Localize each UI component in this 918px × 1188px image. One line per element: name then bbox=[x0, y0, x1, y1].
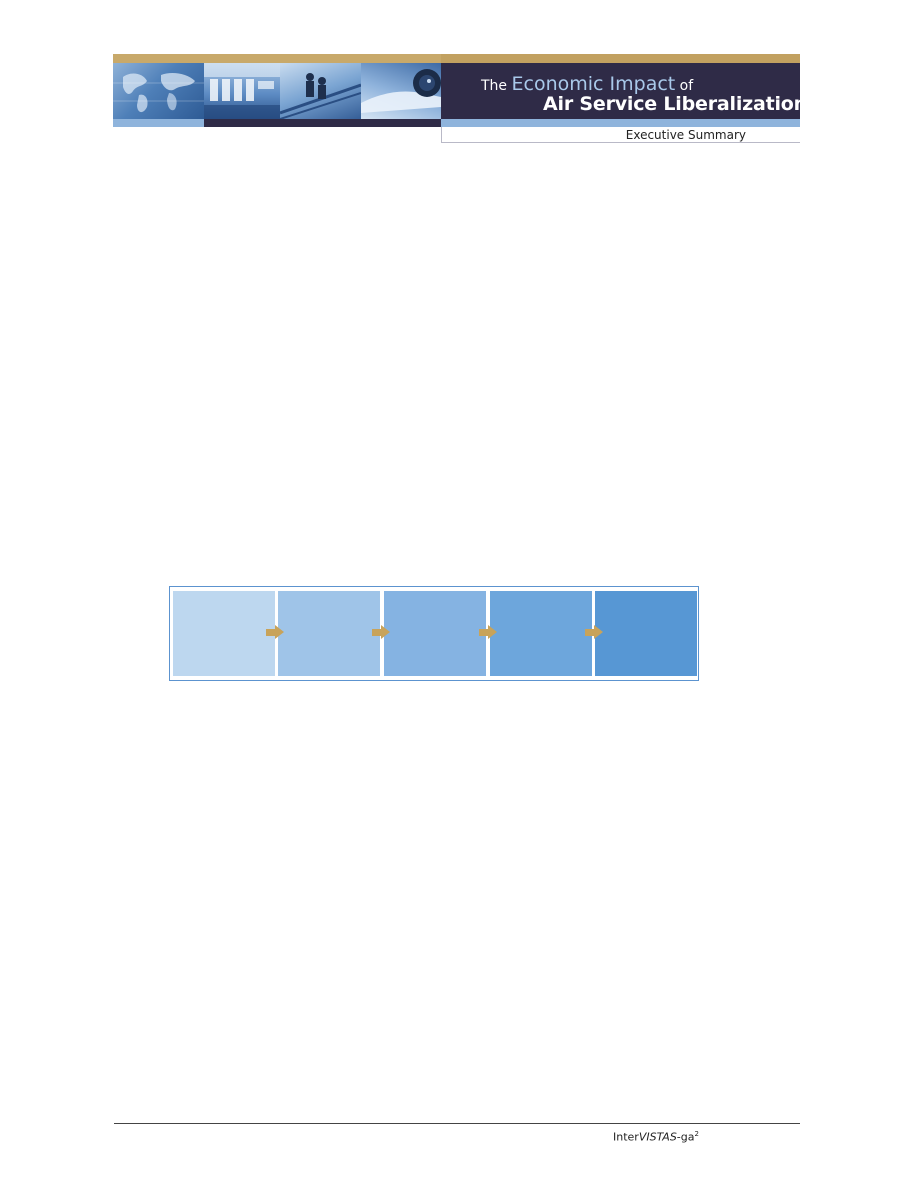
banner-title-line2: Air Service Liberalization bbox=[543, 93, 807, 115]
airport-gates-photo bbox=[204, 63, 280, 119]
footer-brand: InterVISTAS-ga2 bbox=[613, 1130, 699, 1144]
process-step-3 bbox=[384, 591, 486, 676]
gold-strip-left bbox=[113, 54, 441, 63]
banner-underline-blue bbox=[441, 119, 800, 127]
flow-arrow-icon bbox=[266, 625, 284, 639]
process-step-5 bbox=[595, 591, 697, 676]
process-flow-diagram bbox=[169, 586, 699, 681]
travelers-photo bbox=[280, 63, 361, 119]
footer-rule bbox=[114, 1123, 800, 1124]
airplane-engine-photo bbox=[361, 63, 441, 119]
banner-underline-dark bbox=[204, 119, 441, 127]
banner-title-panel: The Economic Impact of Air Service Liber… bbox=[441, 63, 807, 119]
banner-title-highlight: Economic Impact bbox=[511, 73, 676, 95]
process-step-2 bbox=[278, 591, 380, 676]
flow-arrow-icon bbox=[585, 625, 603, 639]
executive-summary-box: Executive Summary bbox=[441, 127, 800, 143]
flow-arrow-icon bbox=[372, 625, 390, 639]
gold-strip-right bbox=[441, 54, 800, 63]
banner-title-line1: The Economic Impact of bbox=[481, 73, 694, 95]
process-step-4 bbox=[490, 591, 592, 676]
flow-arrow-icon bbox=[479, 625, 497, 639]
banner-underline-light bbox=[113, 119, 204, 127]
world-map-photo bbox=[113, 63, 204, 119]
section-label: Executive Summary bbox=[625, 128, 746, 142]
process-step-1 bbox=[173, 591, 275, 676]
